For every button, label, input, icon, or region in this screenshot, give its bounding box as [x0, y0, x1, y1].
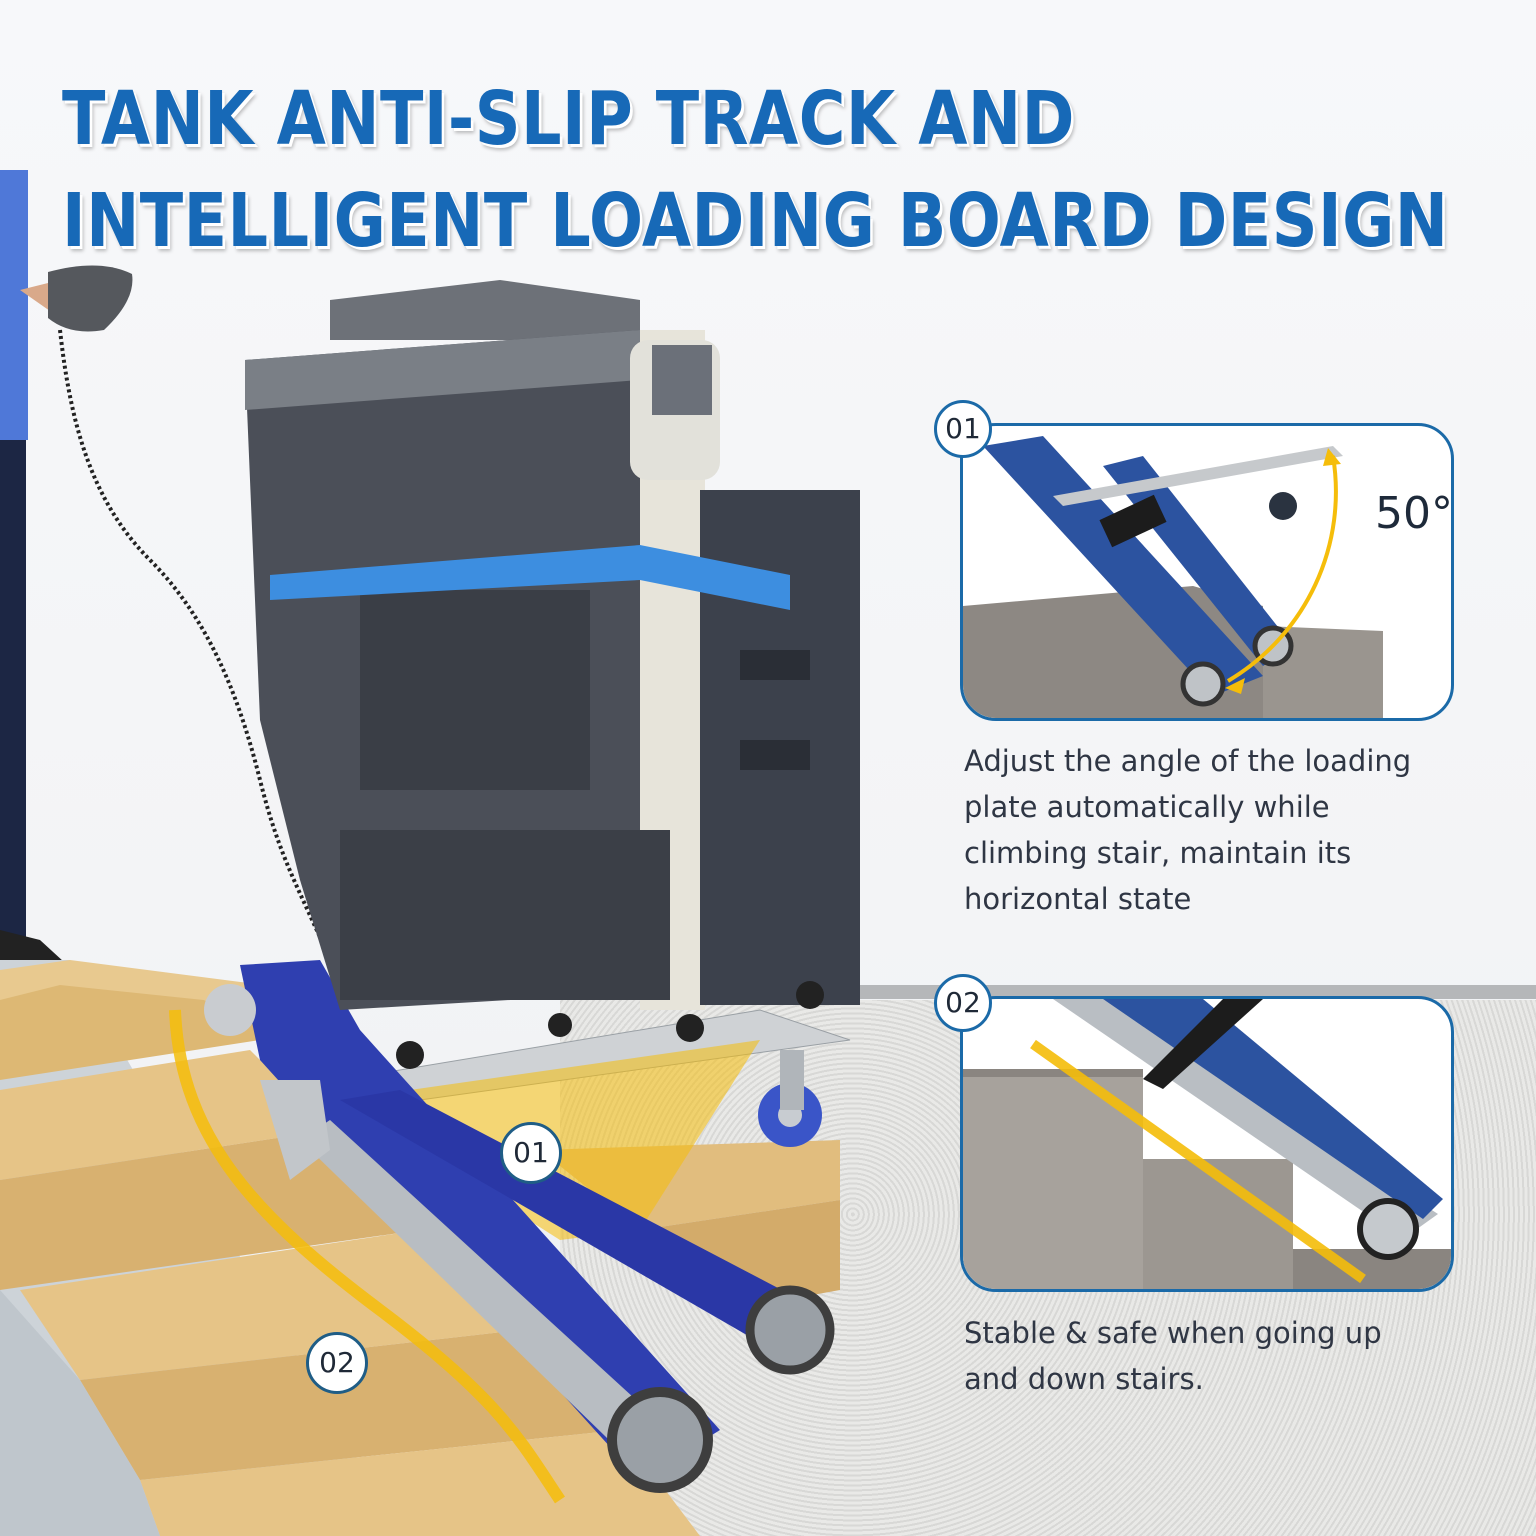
track-curve-highlight: [169, 1009, 565, 1504]
operator-figure: [0, 170, 332, 968]
stairs: [0, 960, 840, 1536]
callout-02-illustration: [963, 999, 1451, 1289]
headline-line-1: TANK ANTI-SLIP TRACK AND: [62, 76, 1075, 162]
callout-01-description: Adjust the angle of the loading plate au…: [964, 744, 1412, 916]
headline-line-2: INTELLIGENT LOADING BOARD DESIGN: [62, 178, 1449, 264]
callout-02-image: [960, 996, 1454, 1292]
callout-badge-02: 02: [934, 974, 992, 1032]
callout-02-description: Stable & safe when going up and down sta…: [964, 1316, 1382, 1396]
callout-01-image: 50°: [960, 423, 1454, 721]
photo-badge-01: 01: [500, 1122, 562, 1184]
callout-01-illustration: [963, 436, 1383, 718]
baseboard: [820, 985, 1536, 999]
angle-label: 50°: [1375, 488, 1453, 539]
headline: TANK ANTI-SLIP TRACK AND INTELLIGENT LOA…: [62, 68, 1448, 272]
track-unit: [204, 960, 835, 1493]
printer: [245, 280, 860, 1069]
photo-badge-02: 02: [306, 1332, 368, 1394]
callout-badge-01: 01: [934, 400, 992, 458]
